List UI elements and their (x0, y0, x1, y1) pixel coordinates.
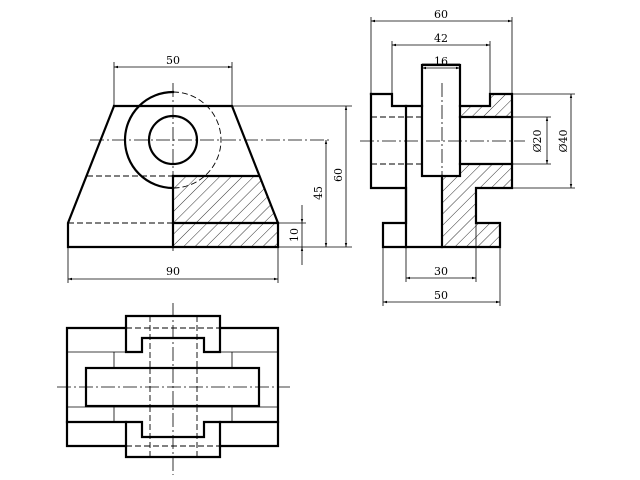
dim-side-base-width: 50 (434, 289, 448, 302)
dim-center-height: 45 (312, 186, 325, 200)
dim-top-width: 50 (166, 54, 180, 67)
boss-circle-hidden (172, 91, 222, 189)
section-hatch (173, 176, 278, 247)
dim-overall-width: 60 (434, 8, 448, 21)
dim-base-thickness: 10 (288, 228, 301, 242)
top-view (57, 303, 290, 475)
dim-bore-diameter: Ø20 (531, 129, 544, 152)
dim-neck-width: 30 (434, 265, 448, 278)
front-view: 50 60 45 10 90 (66, 54, 352, 283)
side-view: 60 42 16 Ø20 Ø40 30 50 (360, 8, 575, 306)
dim-height: 60 (332, 168, 345, 182)
dim-base-width: 90 (166, 265, 180, 278)
dim-notch-width: 42 (434, 32, 448, 45)
dim-boss-diameter: Ø40 (557, 129, 570, 152)
dim-slot-width: 16 (434, 55, 448, 68)
